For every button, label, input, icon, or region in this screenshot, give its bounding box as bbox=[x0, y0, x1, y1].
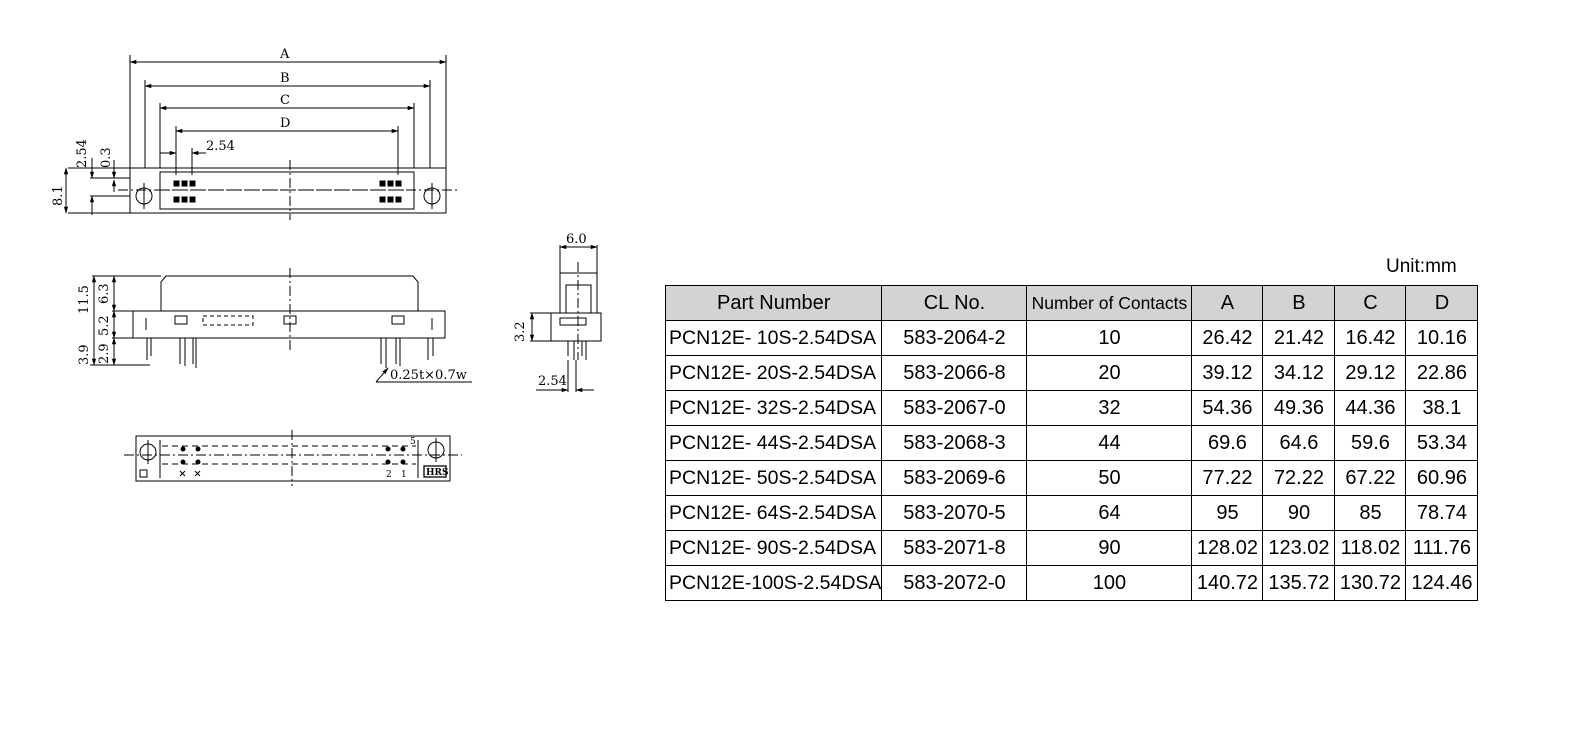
table-row: PCN12E- 50S-2.54DSA 583-2069-6 50 77.22 … bbox=[664, 460, 1479, 496]
part-number-cell: PCN12E- 10S-2.54DSA bbox=[664, 320, 883, 356]
contacts-cell: 64 bbox=[1026, 495, 1193, 531]
dim-b-cell: 64.6 bbox=[1262, 425, 1336, 461]
dim-b-cell: 72.22 bbox=[1262, 460, 1336, 496]
contacts-cell: 90 bbox=[1026, 530, 1193, 566]
dim-c-cell: 130.72 bbox=[1334, 565, 1407, 601]
dim-d-cell: 111.76 bbox=[1405, 530, 1479, 566]
dim-b-cell: 123.02 bbox=[1262, 530, 1336, 566]
dim-d-cell: 60.96 bbox=[1405, 460, 1479, 496]
side-height-label: 3.2 bbox=[513, 321, 528, 342]
table-row: PCN12E- 20S-2.54DSA 583-2066-8 20 39.12 … bbox=[664, 355, 1479, 391]
dim-c-cell: 85 bbox=[1334, 495, 1407, 531]
contacts-cell: 100 bbox=[1026, 565, 1193, 601]
header-part-number: Part Number bbox=[664, 285, 883, 321]
top-height-label-8-1: 8.1 bbox=[51, 185, 66, 206]
dim-a-cell: 54.36 bbox=[1191, 390, 1264, 426]
table-row: PCN12E-100S-2.54DSA 583-2072-0 100 140.7… bbox=[664, 565, 1479, 601]
part-number-cell: PCN12E- 50S-2.54DSA bbox=[664, 460, 883, 496]
header-c: C bbox=[1334, 285, 1407, 321]
dim-a-cell: 95 bbox=[1191, 495, 1264, 531]
part-number-cell: PCN12E- 32S-2.54DSA bbox=[664, 390, 883, 426]
part-number-cell: PCN12E- 20S-2.54DSA bbox=[664, 355, 883, 391]
dim-d-cell: 78.74 bbox=[1405, 495, 1479, 531]
cl-no-cell: 583-2064-2 bbox=[881, 320, 1028, 356]
dim-b-cell: 34.12 bbox=[1262, 355, 1336, 391]
side-width-label: 6.0 bbox=[566, 232, 587, 247]
bottom-view bbox=[124, 430, 462, 486]
contacts-cell: 10 bbox=[1026, 320, 1193, 356]
dim-d-cell: 124.46 bbox=[1405, 565, 1479, 601]
top-view bbox=[63, 55, 458, 220]
dim-a-cell: 39.12 bbox=[1191, 355, 1264, 391]
table-row: PCN12E- 64S-2.54DSA 583-2070-5 64 95 90 … bbox=[664, 495, 1479, 531]
top-height-label-0-3: 0.3 bbox=[99, 147, 114, 168]
cl-no-cell: 583-2069-6 bbox=[881, 460, 1028, 496]
dim-d-cell: 22.86 bbox=[1405, 355, 1479, 391]
dim-d-cell: 53.34 bbox=[1405, 425, 1479, 461]
dim-c-cell: 59.6 bbox=[1334, 425, 1407, 461]
bottom-mark-1: 1 bbox=[401, 470, 407, 480]
front-height-11-5: 11.5 bbox=[77, 285, 92, 314]
dim-a-cell: 69.6 bbox=[1191, 425, 1264, 461]
part-number-cell: PCN12E-100S-2.54DSA bbox=[664, 565, 883, 601]
unit-label: Unit:mm bbox=[1386, 256, 1457, 277]
front-height-3-9: 3.9 bbox=[77, 344, 92, 365]
contacts-cell: 44 bbox=[1026, 425, 1193, 461]
dim-label-b: B bbox=[280, 71, 290, 86]
front-height-2-9: 2.9 bbox=[97, 343, 112, 364]
front-view bbox=[90, 268, 472, 383]
dim-c-cell: 16.42 bbox=[1334, 320, 1407, 356]
dim-d-cell: 10.16 bbox=[1405, 320, 1479, 356]
dim-c-cell: 29.12 bbox=[1334, 355, 1407, 391]
dim-b-cell: 135.72 bbox=[1262, 565, 1336, 601]
dim-label-d: D bbox=[280, 116, 290, 131]
table-row: PCN12E- 90S-2.54DSA 583-2071-8 90 128.02… bbox=[664, 530, 1479, 566]
cl-no-cell: 583-2071-8 bbox=[881, 530, 1028, 566]
dim-d-cell: 38.1 bbox=[1405, 390, 1479, 426]
header-a: A bbox=[1191, 285, 1264, 321]
header-number-of-contacts: Number of Contacts bbox=[1026, 285, 1193, 321]
header-d: D bbox=[1405, 285, 1479, 321]
cl-no-cell: 583-2072-0 bbox=[881, 565, 1028, 601]
dim-a-cell: 140.72 bbox=[1191, 565, 1264, 601]
contacts-cell: 50 bbox=[1026, 460, 1193, 496]
contacts-cell: 32 bbox=[1026, 390, 1193, 426]
part-number-cell: PCN12E- 90S-2.54DSA bbox=[664, 530, 883, 566]
dim-label-a: A bbox=[279, 47, 290, 62]
cl-no-cell: 583-2070-5 bbox=[881, 495, 1028, 531]
contacts-cell: 20 bbox=[1026, 355, 1193, 391]
dim-c-cell: 118.02 bbox=[1334, 530, 1407, 566]
pin-size-label: 0.25t×0.7w bbox=[390, 368, 467, 383]
dim-c-cell: 44.36 bbox=[1334, 390, 1407, 426]
dim-label-c: C bbox=[280, 93, 290, 108]
front-height-5-2: 5.2 bbox=[97, 315, 112, 336]
header-b: B bbox=[1262, 285, 1336, 321]
hrs-logo-mark: HRS bbox=[426, 468, 448, 478]
table-row: PCN12E- 10S-2.54DSA 583-2064-2 10 26.42 … bbox=[664, 320, 1479, 356]
table-row: PCN12E- 32S-2.54DSA 583-2067-0 32 54.36 … bbox=[664, 390, 1479, 426]
dim-a-cell: 128.02 bbox=[1191, 530, 1264, 566]
dim-b-cell: 90 bbox=[1262, 495, 1336, 531]
table-header-row: Part Number CL No. Number of Contacts A … bbox=[664, 285, 1479, 321]
spec-table: Part Number CL No. Number of Contacts A … bbox=[664, 285, 1479, 601]
dim-a-cell: 77.22 bbox=[1191, 460, 1264, 496]
dim-b-cell: 49.36 bbox=[1262, 390, 1336, 426]
front-height-6-3: 6.3 bbox=[97, 283, 112, 304]
bottom-mark-5: 5 bbox=[410, 437, 416, 447]
part-number-cell: PCN12E- 44S-2.54DSA bbox=[664, 425, 883, 461]
cl-no-cell: 583-2067-0 bbox=[881, 390, 1028, 426]
dim-b-cell: 21.42 bbox=[1262, 320, 1336, 356]
cl-no-cell: 583-2068-3 bbox=[881, 425, 1028, 461]
dim-a-cell: 26.42 bbox=[1191, 320, 1264, 356]
side-pitch-label: 2.54 bbox=[538, 374, 567, 389]
top-height-label-2-54: 2.54 bbox=[75, 139, 90, 168]
header-cl-no: CL No. bbox=[881, 285, 1028, 321]
table-row: PCN12E- 44S-2.54DSA 583-2068-3 44 69.6 6… bbox=[664, 425, 1479, 461]
cl-no-cell: 583-2066-8 bbox=[881, 355, 1028, 391]
bottom-mark-2: 2 bbox=[386, 470, 392, 480]
top-pitch-label: 2.54 bbox=[206, 139, 235, 154]
part-number-cell: PCN12E- 64S-2.54DSA bbox=[664, 495, 883, 531]
dim-c-cell: 67.22 bbox=[1334, 460, 1407, 496]
side-view bbox=[529, 244, 602, 393]
